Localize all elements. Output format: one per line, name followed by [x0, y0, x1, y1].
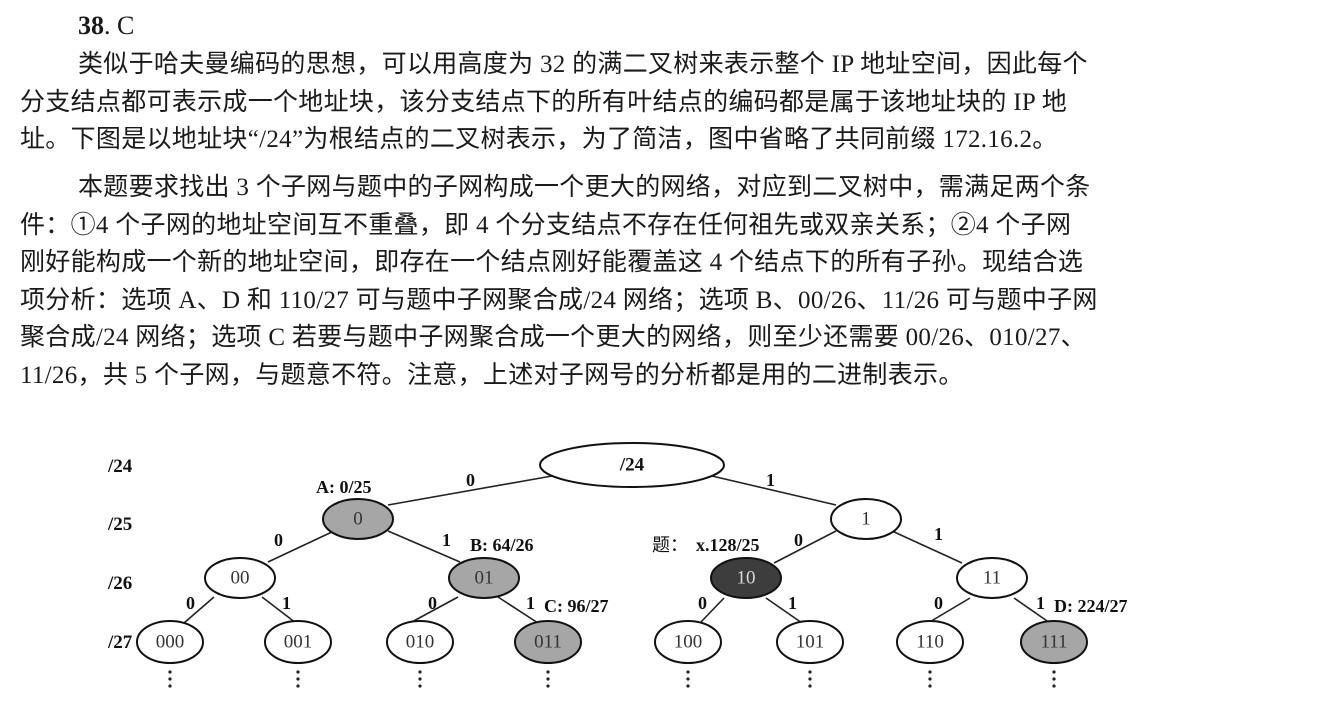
tree-node-10-question: [710, 557, 782, 599]
edge-label-01-0: 0: [428, 593, 437, 613]
question-heading: 38. C: [78, 8, 134, 44]
edge-label-11-1: 1: [1036, 593, 1045, 613]
tree-node-0-label: 0: [353, 509, 363, 530]
level-label-27: /27: [107, 632, 133, 653]
edge-01-011: [497, 596, 539, 624]
paragraph-line: 类似于哈夫曼编码的思想，可以用高度为 32 的满二叉树来表示整个 IP 地址空间…: [78, 51, 1088, 78]
tree-node-100-label: 100: [674, 632, 703, 653]
edge-label-root-1: 1: [766, 470, 775, 490]
paragraph-line: 聚合成/24 网络；选项 C 若要与题中子网聚合成一个更大的网络，则至少还需要 …: [20, 324, 1086, 351]
edge-label-0-0: 0: [274, 530, 283, 550]
question-separator: .: [104, 11, 111, 40]
tree-node-root: [539, 442, 725, 488]
paragraph-line: 分支结点都可表示成一个地址块，该分支结点下的所有叶结点的编码都是属于该地址块的 …: [20, 88, 1068, 116]
tree-node-01-label: 01: [475, 568, 494, 589]
tree-node-111-label: 111: [1040, 632, 1067, 653]
edge-label-1-0: 0: [794, 530, 803, 550]
tree-node-00-label: 00: [231, 568, 250, 589]
edge-11-110: [927, 597, 971, 624]
explanation-paragraph-2: 本题要求找出 3 个子网与题中的子网构成一个更大的网络，对应到二叉树中，需满足两…: [20, 169, 1220, 394]
edge-label-10-1: 1: [788, 593, 797, 613]
tree-node-011-label: 011: [534, 632, 562, 653]
tree-node-001-label: 001: [284, 632, 313, 653]
binary-tree-diagram: /24 /25 /26 /27 0 1 0 1 0 1: [0, 440, 1320, 707]
edge-1-10: [773, 530, 837, 564]
tree-node-root-label: /24: [619, 455, 645, 476]
edge-10-101: [765, 597, 803, 624]
level-label-24: /24: [107, 456, 133, 477]
binary-tree-svg: /24 /25 /26 /27 0 1 0 1 0 1: [107, 442, 1128, 688]
annotation-option-a: A: 0/25: [316, 477, 372, 497]
tree-node-1: [830, 498, 902, 540]
continuation-dots: [168, 670, 1056, 688]
edge-1-11: [891, 530, 963, 564]
tree-node-101-label: 101: [796, 632, 825, 653]
tree-node-000-label: 000: [156, 632, 185, 653]
annotation-option-b: B: 64/26: [470, 535, 534, 555]
tree-node-0-option-a: [322, 498, 394, 540]
tree-node-000: [136, 620, 204, 664]
edge-root-0: [387, 475, 553, 506]
edge-label-0-1: 1: [442, 530, 451, 550]
edge-0-01: [387, 530, 461, 563]
tree-node-010-label: 010: [406, 632, 435, 653]
edge-label-01-1: 1: [526, 593, 535, 613]
question-number: 38: [78, 11, 104, 40]
annotation-question-subnet: x.128/25: [696, 535, 760, 555]
tree-node-00: [204, 557, 276, 599]
edge-00-000: [183, 596, 215, 624]
edge-label-00-0: 0: [186, 593, 195, 613]
paragraph-line: 件：①4 个子网的地址空间互不重叠，即 4 个分支结点不存在任何祖先或双亲关系；…: [20, 211, 1072, 239]
edge-label-00-1: 1: [282, 593, 291, 613]
edge-0-00: [267, 530, 335, 563]
annotation-option-d: D: 224/27: [1054, 596, 1128, 616]
edge-label-10-0: 0: [698, 593, 707, 613]
tree-node-11: [956, 557, 1028, 599]
paragraph-line: 11/26，共 5 个子网，与题意不符。注意，上述对子网号的分析都是用的二进制表…: [20, 361, 964, 389]
edge-label-11-0: 0: [934, 593, 943, 613]
tree-node-11-label: 11: [983, 568, 1001, 589]
edge-root-1: [711, 475, 837, 506]
tree-node-1-label: 1: [861, 509, 871, 530]
question-answer: C: [117, 11, 135, 40]
paragraph-line: 址。下图是以地址块“/24”为根结点的二叉树表示，为了简洁，图中省略了共同前缀 …: [20, 126, 1058, 153]
paragraph-line: 本题要求找出 3 个子网与题中的子网构成一个更大的网络，对应到二叉树中，需满足两…: [78, 174, 1091, 201]
level-label-25: /25: [107, 514, 132, 535]
tree-node-011-option-c: [514, 620, 582, 664]
tree-node-001: [264, 620, 332, 664]
tree-node-110: [896, 620, 964, 664]
tree-node-01-option-b: [448, 557, 520, 599]
tree-node-111-option-d: [1020, 620, 1088, 664]
edge-11-111: [1013, 597, 1051, 624]
annotation-option-c: C: 96/27: [544, 596, 609, 616]
edge-01-010: [409, 596, 459, 624]
paragraph-line: 刚好能构成一个新的地址空间，即存在一个结点刚好能覆盖这 4 个结点下的所有子孙。…: [20, 249, 1084, 276]
tree-node-110-label: 110: [916, 632, 944, 653]
tree-node-101: [776, 620, 844, 664]
tree-node-10-label: 10: [737, 568, 756, 589]
edge-00-001: [261, 596, 297, 624]
annotation-question-prefix: 题：: [652, 535, 688, 556]
edge-label-root-0: 0: [466, 470, 475, 490]
edge-10-100: [699, 597, 725, 624]
tree-node-100: [654, 620, 722, 664]
edge-label-1-1: 1: [934, 524, 943, 544]
explanation-paragraph-1: 类似于哈夫曼编码的思想，可以用高度为 32 的满二叉树来表示整个 IP 地址空间…: [20, 46, 1220, 159]
paragraph-line: 项分析：选项 A、D 和 110/27 可与题中子网聚合成/24 网络；选项 B…: [20, 286, 1098, 314]
tree-node-010: [386, 620, 454, 664]
level-label-26: /26: [107, 573, 132, 594]
